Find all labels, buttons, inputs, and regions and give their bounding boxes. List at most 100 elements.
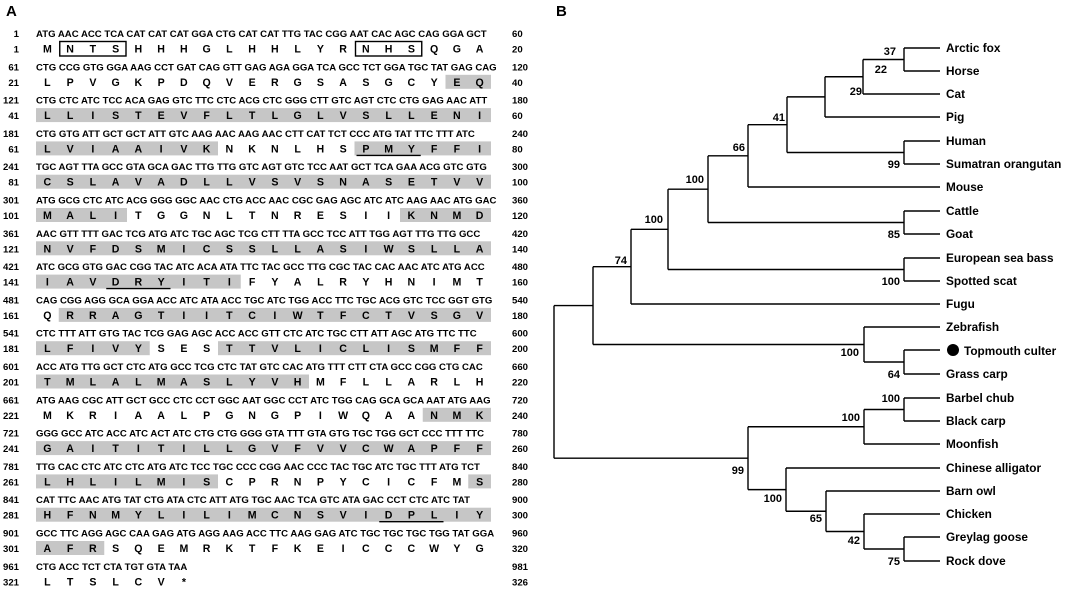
amino-acid: V xyxy=(271,377,278,389)
amino-acid: C xyxy=(385,543,393,555)
amino-acid: R xyxy=(89,543,97,555)
amino-acid: V xyxy=(249,177,256,189)
amino-acid: Q xyxy=(134,543,142,555)
amino-acid: L xyxy=(226,177,233,189)
amino-acid: V xyxy=(67,243,74,255)
taxon-cat: Cat xyxy=(946,87,965,101)
amino-acid: E xyxy=(317,543,324,555)
amino-acid: I xyxy=(182,443,185,455)
amino-acid: G xyxy=(294,110,302,122)
amino-acid: N xyxy=(89,510,97,522)
amino-acid: G xyxy=(134,310,142,322)
amino-acid: G xyxy=(271,410,279,422)
amino-acid: I xyxy=(46,277,49,289)
amino-acid: V xyxy=(67,143,74,155)
amino-acid: A xyxy=(112,177,120,189)
amino-acid: P xyxy=(67,77,74,89)
nucleotide-line: ATG AAG CGC ATT GCT GCC CTC CCT GGC AAT … xyxy=(36,395,491,406)
amino-acid: A xyxy=(408,377,416,389)
aa-start-number: 101 xyxy=(3,211,20,222)
amino-acid: S xyxy=(158,343,165,355)
amino-acid: L xyxy=(294,44,301,56)
bootstrap-birds-reptile: 100 xyxy=(764,493,782,505)
taxon-greylag-goose: Greylag goose xyxy=(946,530,1028,544)
aa-end-number: 260 xyxy=(512,444,528,455)
amino-acid: F xyxy=(67,543,74,555)
amino-acid: Q xyxy=(430,44,438,56)
tm-shade xyxy=(36,441,491,456)
bootstrap-zebrafish-clade: 100 xyxy=(841,347,859,359)
amino-acid: N xyxy=(226,143,234,155)
amino-acid: G xyxy=(157,210,165,222)
amino-acid: F xyxy=(340,310,347,322)
amino-acid: I xyxy=(387,343,390,355)
nt-end-number: 600 xyxy=(512,329,528,340)
nt-start-number: 181 xyxy=(3,129,20,140)
amino-acid: K xyxy=(248,143,256,155)
amino-acid: I xyxy=(455,510,458,522)
amino-acid: A xyxy=(66,277,74,289)
amino-acid: D xyxy=(476,210,484,222)
amino-acid: S xyxy=(203,377,210,389)
amino-acid: S xyxy=(340,243,347,255)
aa-end-number: 180 xyxy=(512,311,528,322)
amino-acid: L xyxy=(44,77,51,89)
amino-acid: L xyxy=(431,243,438,255)
amino-acid: T xyxy=(226,310,233,322)
panel-label-a: A xyxy=(6,3,17,20)
nt-end-number: 720 xyxy=(512,395,528,406)
amino-acid: L xyxy=(90,210,97,222)
amino-acid: K xyxy=(408,210,416,222)
aa-start-number: 1 xyxy=(14,45,20,56)
amino-acid: M xyxy=(316,377,325,389)
amino-acid: C xyxy=(135,576,143,588)
amino-acid: E xyxy=(158,110,165,122)
aa-start-number: 161 xyxy=(3,311,20,322)
amino-acid: I xyxy=(114,476,117,488)
amino-acid: V xyxy=(89,77,96,89)
taxon-pig: Pig xyxy=(946,110,964,124)
amino-acid: G xyxy=(203,44,211,56)
amino-acid: N xyxy=(453,110,461,122)
amino-acid: I xyxy=(137,443,140,455)
amino-acid: C xyxy=(44,177,52,189)
amino-acid: T xyxy=(317,310,324,322)
amino-acid: A xyxy=(66,210,74,222)
amino-acid: A xyxy=(157,410,165,422)
aa-end-number: 320 xyxy=(512,544,528,555)
bootstrap-human-orangutan: 99 xyxy=(888,159,900,171)
bootstrap-lower-clade: 99 xyxy=(732,465,744,477)
tm-shade xyxy=(36,141,218,156)
nucleotide-line: CAG CGG AGG GCA GGA ACC ATC ATA ACC TGC … xyxy=(36,295,492,306)
amino-acid: V xyxy=(476,310,483,322)
amino-acid: L xyxy=(294,143,301,155)
tm-shade xyxy=(36,474,218,489)
nt-end-number: 60 xyxy=(512,29,523,40)
bootstrap-fox-horse: 37 xyxy=(884,46,896,58)
amino-acid: T xyxy=(385,310,392,322)
amino-acid: Y xyxy=(408,143,415,155)
amino-acid: N xyxy=(294,476,302,488)
amino-acid: M xyxy=(43,410,52,422)
amino-acid: I xyxy=(182,277,185,289)
amino-acid: Q xyxy=(476,77,484,89)
amino-acid: L xyxy=(226,443,233,455)
taxon-fugu: Fugu xyxy=(946,297,975,311)
amino-acid: V xyxy=(89,277,96,289)
tm-shade xyxy=(36,208,127,222)
taxon-mouse: Mouse xyxy=(946,180,984,194)
amino-acid: G xyxy=(476,543,484,555)
amino-acid: Y xyxy=(340,476,347,488)
amino-acid: M xyxy=(179,543,188,555)
tm-shade xyxy=(354,141,491,156)
bootstrap-goose-dove: 75 xyxy=(888,556,900,568)
amino-acid: N xyxy=(66,44,74,56)
amino-acid: F xyxy=(340,377,347,389)
amino-acid: N xyxy=(339,177,347,189)
amino-acid: S xyxy=(112,543,119,555)
aa-end-number: 160 xyxy=(512,278,528,289)
amino-acid: I xyxy=(433,277,436,289)
amino-acid: I xyxy=(364,243,367,255)
amino-acid: N xyxy=(44,243,52,255)
